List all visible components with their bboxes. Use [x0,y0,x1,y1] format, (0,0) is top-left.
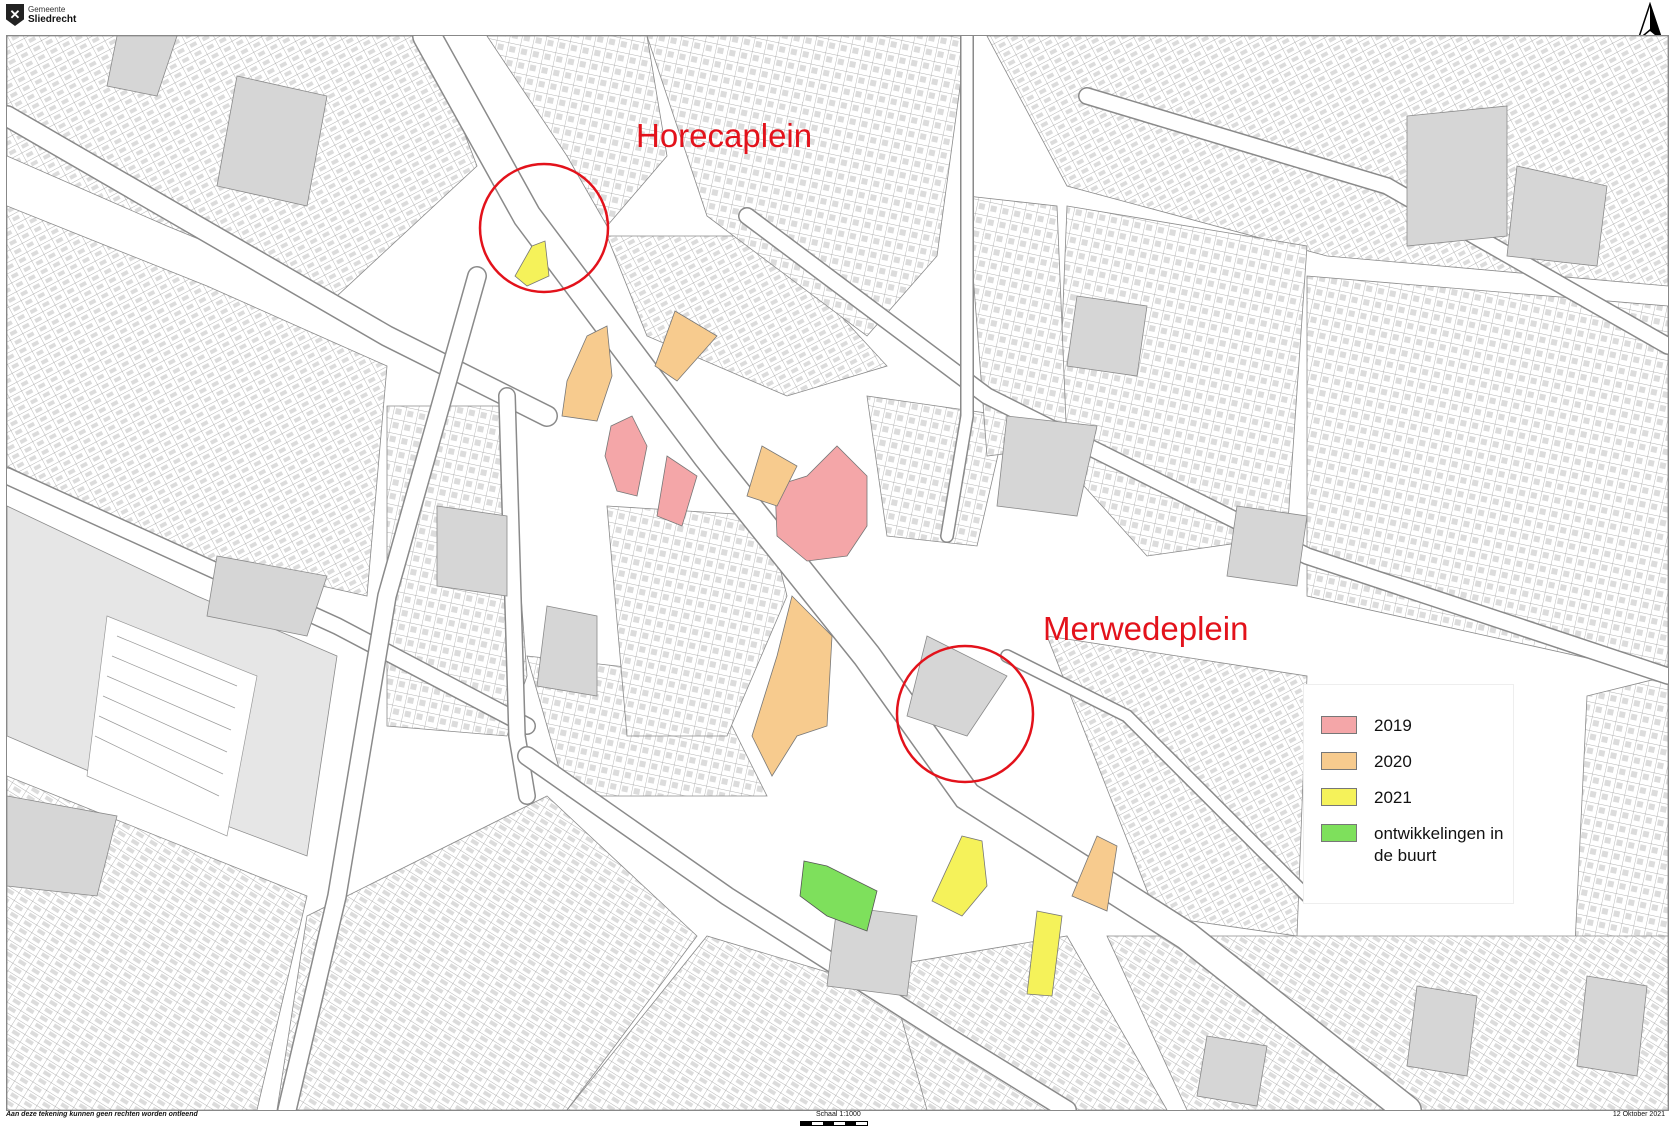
legend-item-2019: 2019 [1321,715,1513,737]
footer-date: 12 Oktober 2021 [1612,1111,1665,1118]
parcels-buurt [799,860,878,932]
map-header: ✕ Gemeente Sliedrecht [6,4,76,26]
footer-scale: Schaal 1:1000 [816,1111,861,1118]
horecaplein-circle [478,162,610,294]
parcels-2021 [514,240,1063,997]
map-canvas[interactable] [6,35,1669,1111]
parcel-2021 [514,240,550,287]
map-legend: 2019 2020 2021 ontwikkelingen in de buur… [1303,684,1514,904]
parking-area [86,615,258,837]
parcel-2019 [774,445,868,562]
parcel-2021 [931,835,988,917]
org-line-1: Gemeente [28,5,66,14]
parcel-2020 [561,325,613,422]
buildings [7,36,1648,1107]
legend-swatch-2021 [1321,788,1357,806]
legend-label-2021: 2021 [1374,788,1412,807]
parcel-2020 [1071,835,1118,912]
parcel-2020 [751,595,833,777]
parcels-2020 [561,310,1118,912]
parcel-2019 [604,415,648,497]
legend-item-2020: 2020 [1321,751,1513,773]
merwedeplein-circle [895,644,1035,784]
scale-bar [800,1121,868,1126]
parcel-2021 [1026,910,1063,997]
parcel-2020 [746,445,798,507]
parcel-2019 [656,455,698,527]
callout-merwedeplein: Merwedeplein [1043,610,1249,647]
north-arrow-icon [1636,2,1664,42]
parcel-buurt [799,860,878,932]
parcel-2020 [654,310,718,382]
legend-swatch-buurt [1321,824,1357,842]
parcels-2019 [604,415,868,562]
municipality-name: Gemeente Sliedrecht [28,5,76,25]
footer-disclaimer: Aan deze tekening kunnen geen rechten wo… [6,1111,198,1118]
callout-horecaplein: Horecaplein [636,117,813,154]
municipality-crest-icon: ✕ [6,4,24,26]
map-drawing [7,36,1668,1110]
legend-swatch-2019 [1321,716,1357,734]
legend-item-buurt: ontwikkelingen in de buurt [1321,823,1513,867]
org-line-2: Sliedrecht [28,14,77,25]
legend-label-2020: 2020 [1374,752,1412,771]
legend-item-2021: 2021 [1321,787,1513,809]
legend-label-buurt: ontwikkelingen in de buurt [1374,824,1504,865]
legend-label-2019: 2019 [1374,716,1412,735]
legend-swatch-2020 [1321,752,1357,770]
